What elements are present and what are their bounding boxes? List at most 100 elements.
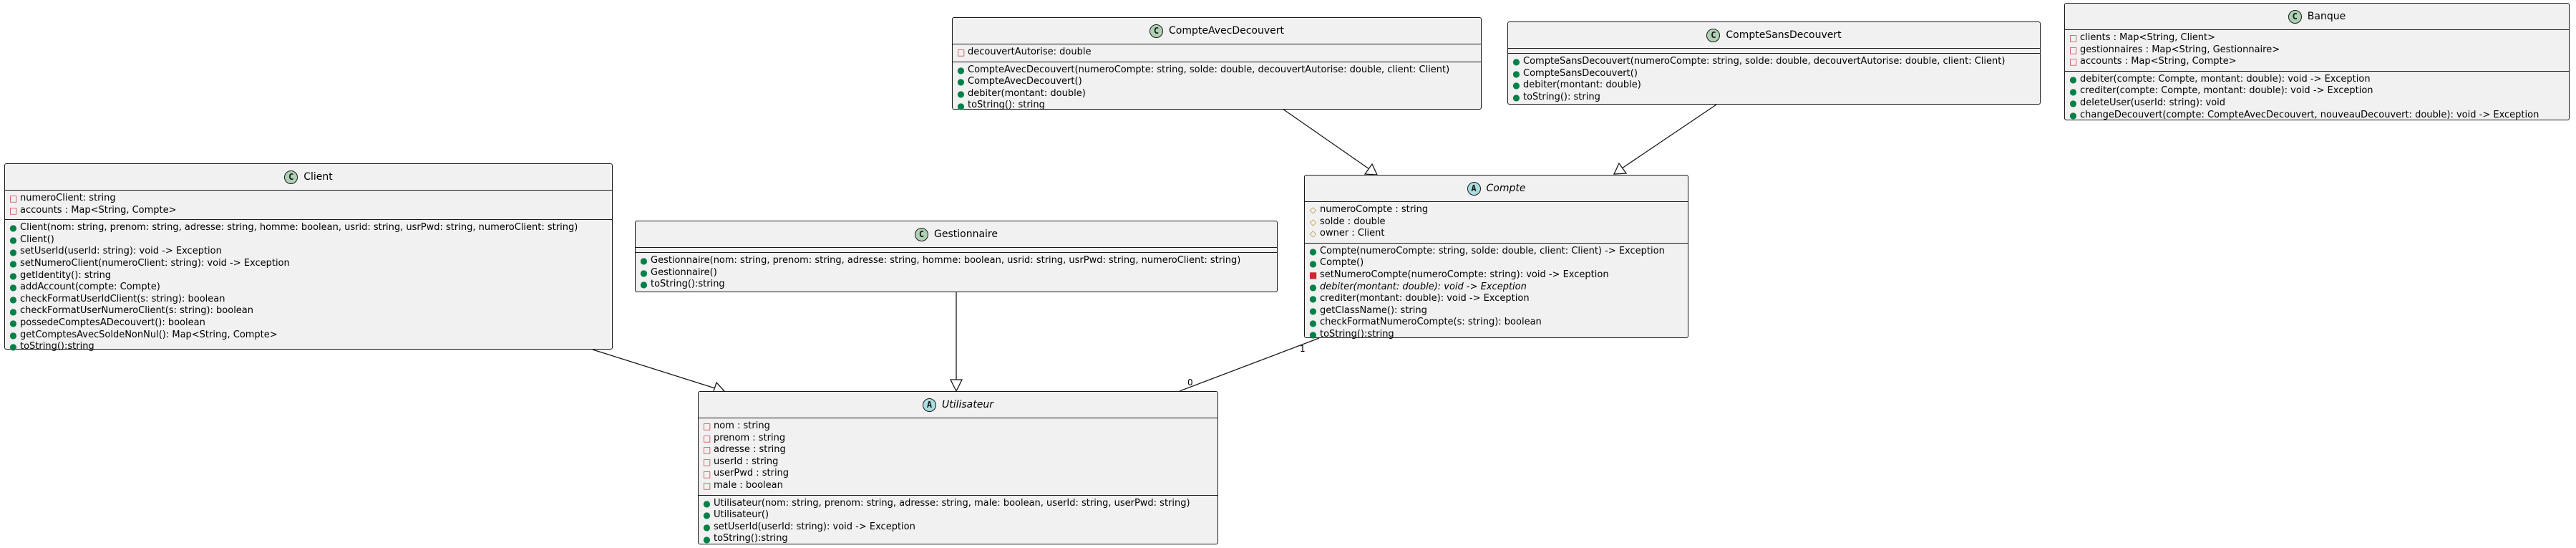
public-visibility-icon: ● (957, 64, 965, 75)
public-visibility-icon: ● (9, 223, 17, 234)
public-visibility-icon: ● (1309, 330, 1317, 340)
class-stereotype-icon: C (1150, 24, 1163, 38)
method-row: ●setUserId(userId: string): void -> Exce… (9, 246, 222, 257)
methods-section: ●Client(nom: string, prenom: string, adr… (5, 219, 612, 356)
class-compteavecdecouvert[interactable]: C CompteAvecDecouvert □decouvertAutorise… (952, 17, 1482, 110)
field-row: □decouvertAutorise: double (957, 47, 1092, 58)
inheritance-arrowhead (1613, 162, 1628, 175)
public-visibility-icon: ● (9, 342, 17, 352)
public-visibility-icon: ● (1309, 282, 1317, 292)
public-visibility-icon: ● (640, 279, 648, 290)
field-row: □gestionnaires : Map<String, Gestionnair… (2069, 44, 2280, 55)
method-row: ●debiter(montant: double) (957, 87, 1086, 100)
methods-section: ●Compte(numeroCompte: string, solde: dou… (1305, 242, 1688, 344)
class-name: Client (303, 171, 333, 183)
field-row: ◇numeroCompte : string (1309, 204, 1429, 216)
private-visibility-icon: □ (703, 433, 711, 443)
field-row: □accounts : Map<String, Compte> (9, 204, 177, 216)
method-row: ●Gestionnaire(nom: string, prenom: strin… (640, 255, 1241, 266)
method-row: ●toString():string (640, 279, 725, 290)
public-visibility-icon: ● (9, 246, 17, 257)
private-visibility-icon: □ (2069, 44, 2078, 55)
public-visibility-icon: ● (2069, 86, 2077, 97)
field-row: □clients : Map<String, Client> (2069, 32, 2216, 44)
method-row: ●Client() (9, 234, 54, 246)
method-row: ●Compte(numeroCompte: string, solde: dou… (1309, 245, 1665, 257)
public-visibility-icon: ● (1309, 258, 1317, 269)
private-visibility-icon: □ (703, 457, 711, 468)
protected-visibility-icon: ◇ (1309, 229, 1317, 239)
class-name: Gestionnaire (934, 229, 998, 240)
method-row: ●crediter(montant: double): void -> Exce… (1309, 293, 1530, 304)
private-visibility-icon: □ (9, 193, 18, 204)
association-line-compte-utilisateur (1179, 337, 1320, 392)
method-row: ●setNumeroClient(numeroClient: string): … (9, 257, 290, 269)
method-row: ●toString(): string (957, 100, 1045, 111)
protected-visibility-icon: ◇ (1309, 205, 1317, 216)
field-row: □accounts : Map<String, Compte> (2069, 56, 2237, 67)
method-row: ●checkFormatUserNumeroClient(s: string):… (9, 305, 254, 317)
field-row: □male : boolean (703, 479, 783, 491)
class-header: C Client (5, 164, 612, 190)
class-header: C CompteAvecDecouvert (953, 18, 1481, 44)
class-utilisateur[interactable]: A Utilisateur □nom : string □prenom : st… (698, 391, 1218, 544)
class-header: A Utilisateur (699, 392, 1217, 418)
abstract-stereotype-icon: A (1467, 181, 1481, 196)
private-visibility-icon: □ (703, 468, 711, 479)
protected-visibility-icon: ◇ (1309, 216, 1317, 227)
class-name: Banque (2307, 11, 2346, 22)
method-row: ■setNumeroCompte(numeroCompte: string): … (1309, 269, 1609, 281)
method-row: ●Gestionnaire() (640, 266, 717, 278)
class-comptesansdecouvert[interactable]: C CompteSansDecouvert ●CompteSansDecouve… (1507, 21, 2041, 105)
class-name: Compte (1486, 183, 1526, 194)
class-name: CompteAvecDecouvert (1169, 25, 1284, 37)
class-name: Utilisateur (941, 399, 993, 410)
field-row: □nom : string (703, 420, 770, 432)
method-row: ●checkFormatUserIdClient(s: string): boo… (9, 293, 225, 305)
private-visibility-icon: □ (703, 445, 711, 456)
class-banque[interactable]: C Banque □clients : Map<String, Client> … (2064, 3, 2570, 120)
multiplicity-utilisateur-end: 0 (1187, 378, 1193, 388)
private-visibility-icon: □ (703, 481, 711, 491)
inheritance-arrowhead (1364, 163, 1379, 176)
fields-section: □numeroClient: string □accounts : Map<St… (5, 190, 612, 219)
methods-section: ●CompteSansDecouvert(numeroCompte: strin… (1508, 53, 2040, 106)
method-row: ●CompteSansDecouvert() (1512, 67, 1638, 79)
class-compte[interactable]: A Compte ◇numeroCompte : string ◇solde :… (1304, 175, 1688, 340)
inheritance-line-client-utilisateur (592, 349, 716, 389)
inheritance-arrowhead (949, 379, 963, 393)
private-visibility-icon: □ (703, 421, 711, 432)
method-row: ●possedeComptesADecouvert(): boolean (9, 317, 205, 329)
methods-section: ●debiter(compte: Compte, montant: double… (2065, 70, 2569, 124)
method-row: ●debiter(compte: Compte, montant: double… (2069, 73, 2371, 85)
methods-section: ●CompteAvecDecouvert(numeroCompte: strin… (953, 61, 1481, 115)
fields-section: □decouvertAutorise: double (953, 44, 1481, 62)
class-header: C Banque (2065, 4, 2569, 29)
method-row: ●checkFormatNumeroCompte(s: string): boo… (1309, 317, 1542, 328)
private-visibility-icon: □ (9, 205, 18, 216)
class-stereotype-icon: C (284, 170, 298, 184)
public-visibility-icon: ● (9, 294, 17, 305)
method-row: ●debiter(montant: double) (1512, 80, 1641, 91)
method-row: ●crediter(compte: Compte, montant: doubl… (2069, 85, 2373, 97)
private-visibility-icon: ■ (1309, 270, 1318, 281)
private-visibility-icon: □ (2069, 33, 2078, 44)
method-row: ●getClassName(): string (1309, 304, 1427, 317)
field-row: ◇solde : double (1309, 216, 1386, 227)
field-row: ◇owner : Client (1309, 228, 1385, 239)
public-visibility-icon: ● (703, 498, 711, 509)
public-visibility-icon: ● (2069, 110, 2077, 120)
class-client[interactable]: C Client □numeroClient: string □accounts… (4, 163, 613, 352)
public-visibility-icon: ● (9, 270, 17, 281)
fields-section: ◇numeroCompte : string ◇solde : double ◇… (1305, 201, 1688, 243)
method-row: ●toString():string (703, 533, 788, 544)
method-row: ●getIdentity(): string (9, 269, 112, 281)
fields-section (1508, 48, 2040, 53)
private-visibility-icon: □ (2069, 57, 2078, 67)
method-row: ●CompteSansDecouvert(numeroCompte: strin… (1512, 56, 2006, 67)
method-row: ●addAccount(compte: Compte) (9, 282, 160, 293)
class-gestionnaire[interactable]: C Gestionnaire ●Gestionnaire(nom: string… (635, 221, 1278, 292)
private-visibility-icon: □ (957, 47, 966, 58)
public-visibility-icon: ● (1309, 294, 1317, 304)
public-visibility-icon: ● (703, 510, 711, 521)
